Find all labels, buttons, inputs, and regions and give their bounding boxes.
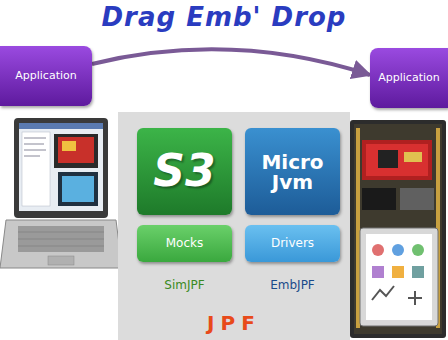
component-label: SimJPF (137, 278, 232, 292)
microjvm-tile: Micro Jvm (245, 128, 340, 215)
laptop-illustration (0, 118, 122, 268)
node-label: S3 (153, 147, 215, 195)
curved-arrow (92, 49, 370, 75)
s3-tile: S3 (137, 128, 232, 215)
panel-title: JPF (118, 312, 350, 334)
jpf-panel: JPF S3Mocks Micro JvmDriversSimJPF EmbJPF (118, 112, 350, 340)
mocks-box: Mocks (137, 225, 232, 262)
node-label: Drivers (271, 237, 314, 250)
node-label: Micro Jvm (258, 152, 328, 192)
component-label: EmbJPF (245, 278, 340, 292)
diagram-title: Drag Emb' Drop (0, 2, 448, 32)
drivers-box: Drivers (245, 225, 340, 262)
board-illustration (350, 120, 446, 338)
node-label: Mocks (166, 237, 204, 250)
application-box: Application (370, 48, 448, 108)
node-label: Application (378, 72, 439, 84)
node-label: Application (15, 70, 76, 82)
application-box: Application (0, 46, 92, 106)
